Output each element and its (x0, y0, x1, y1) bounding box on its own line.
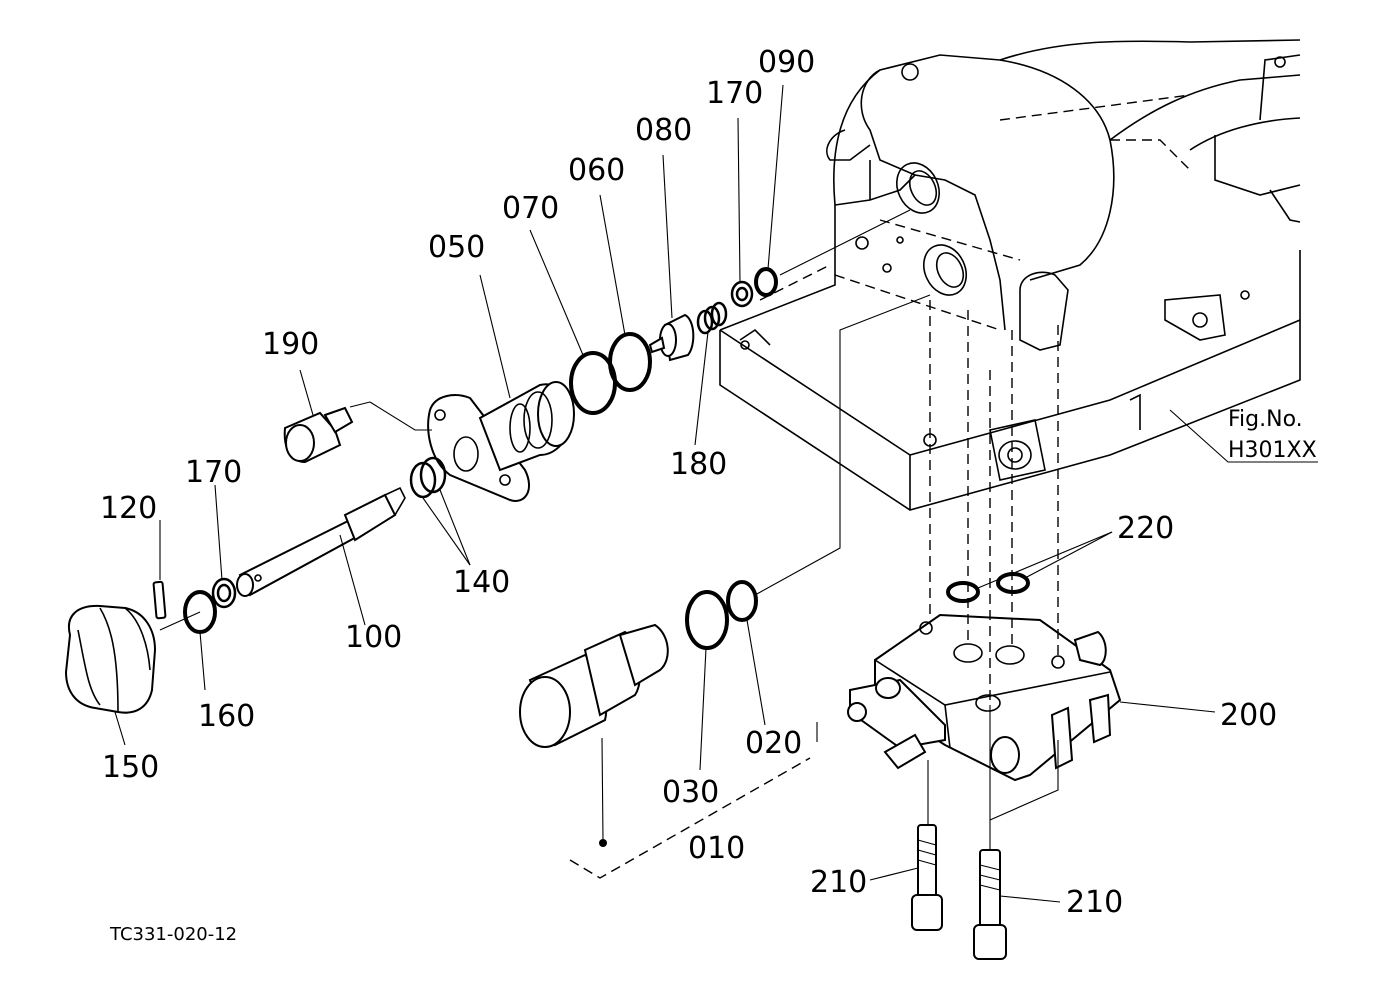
label-090: 090 (758, 45, 815, 80)
part-030-o-ring (685, 590, 729, 650)
drawing-code: TC331-020-12 (109, 924, 237, 945)
part-200-control-valve (847, 613, 1122, 782)
part-220-o-rings (946, 572, 1030, 603)
part-050-valve-body (427, 381, 575, 502)
label-070: 070 (502, 191, 559, 226)
part-170-ring-left (211, 577, 237, 609)
part-010-relief-valve (519, 623, 669, 748)
part-190-plug (283, 406, 354, 464)
part-090-snap-ring (754, 267, 778, 297)
part-140-o-rings (409, 456, 447, 499)
part-210-bolt-right (973, 849, 1007, 960)
label-030: 030 (662, 775, 719, 810)
label-180: 180 (670, 447, 727, 482)
part-120-pin (152, 580, 167, 620)
part-060-o-ring (608, 332, 652, 392)
part-170-ring-right (730, 280, 754, 308)
label-010: 010 (688, 831, 745, 866)
part-180-spring (696, 301, 728, 335)
part-080-poppet (648, 313, 695, 362)
part-100-spindle (236, 486, 406, 597)
figure-ref-number: H301XX (1228, 438, 1317, 463)
label-100: 100 (345, 620, 402, 655)
part-150-knob (64, 604, 157, 714)
label-170-left: 170 (185, 455, 242, 490)
label-170-right: 170 (706, 76, 763, 111)
label-210-right: 210 (1066, 885, 1123, 920)
part-210-bolt-left (911, 824, 943, 931)
label-210-left: 210 (810, 865, 867, 900)
label-020: 020 (745, 726, 802, 761)
figure-reference: Fig.No. H301XX (1228, 407, 1317, 463)
part-labels: 090 170 080 060 070 050 190 180 170 120 … (100, 45, 1277, 920)
label-190: 190 (262, 327, 319, 362)
label-220: 220 (1117, 511, 1174, 546)
label-150: 150 (102, 750, 159, 785)
leader-lines (114, 84, 1318, 903)
label-140: 140 (453, 565, 510, 600)
label-080: 080 (635, 113, 692, 148)
label-060: 060 (568, 153, 625, 188)
figure-ref-label: Fig.No. (1228, 407, 1303, 432)
label-120: 120 (100, 491, 157, 526)
label-160: 160 (198, 699, 255, 734)
transmission-housing (719, 39, 1301, 511)
label-200: 200 (1220, 698, 1277, 733)
label-050: 050 (428, 230, 485, 265)
part-020-o-ring (726, 580, 758, 622)
